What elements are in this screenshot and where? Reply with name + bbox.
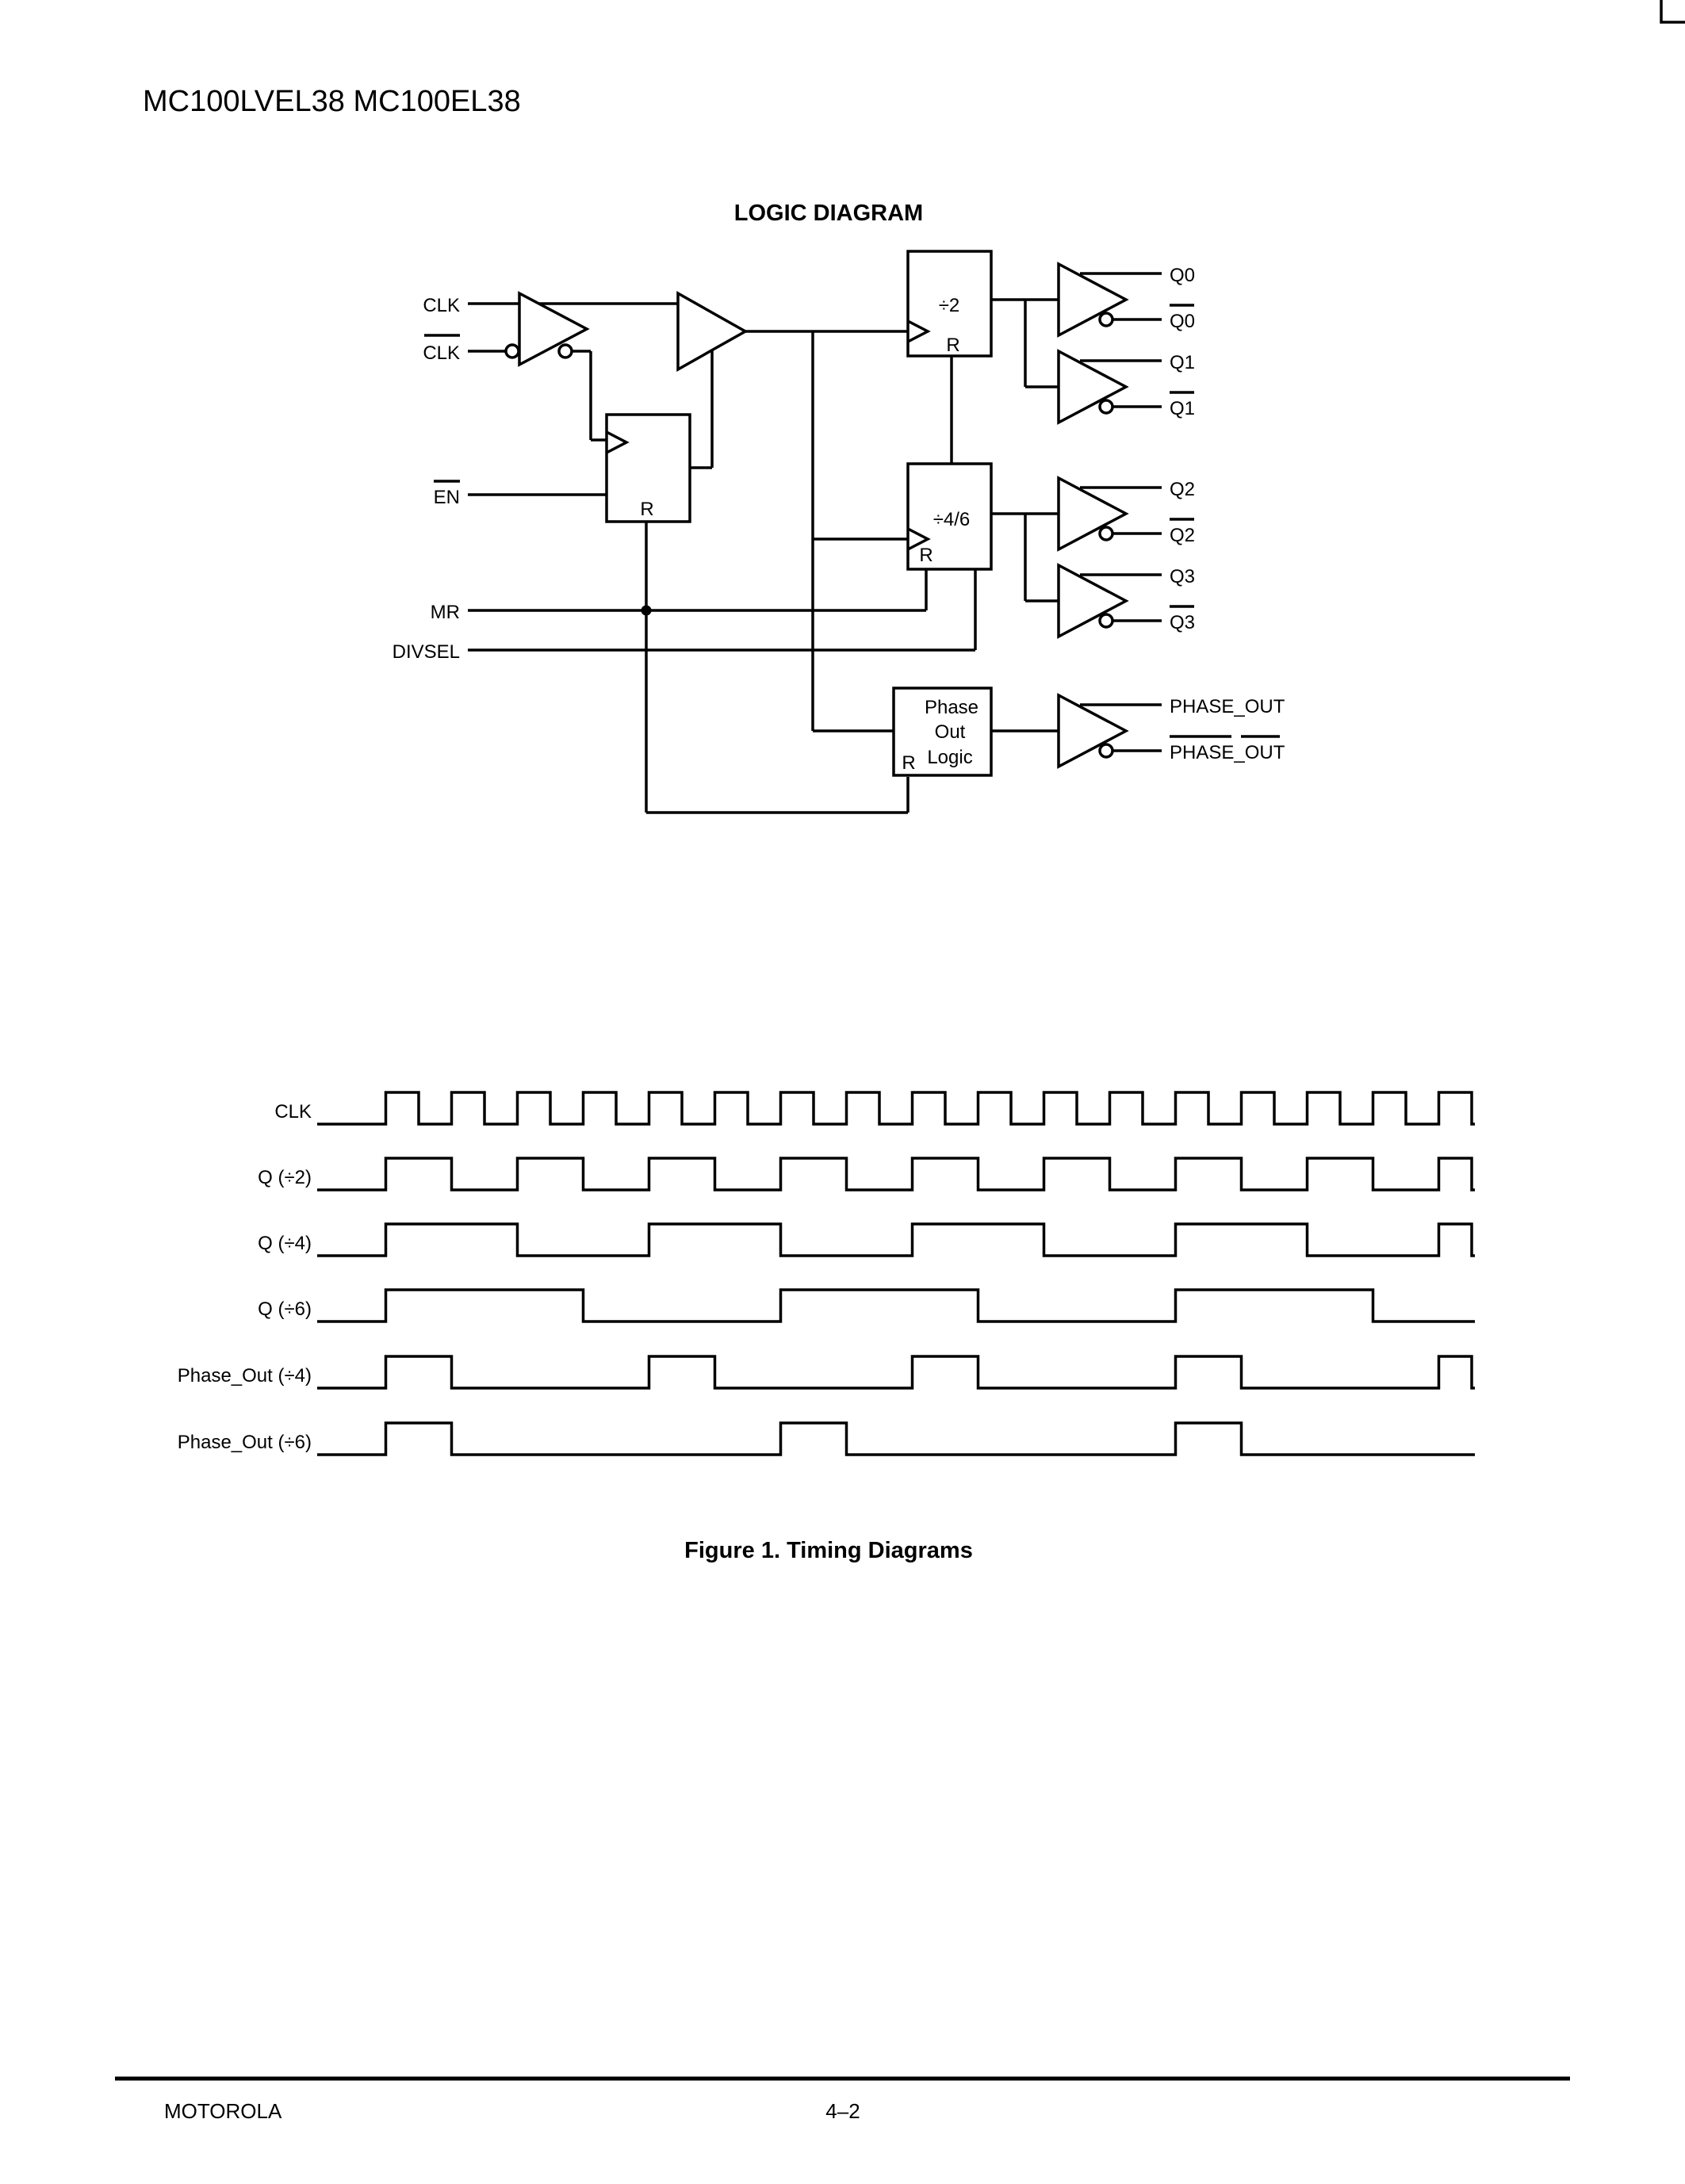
input-en-bar-label: EN [434, 487, 460, 508]
timing-signal-label: Phase_Out (÷6) [178, 1432, 312, 1453]
clock-edge-marker [907, 527, 931, 551]
timing-signal-label: Q (÷2) [258, 1167, 312, 1188]
timing-signal-label: Q (÷4) [258, 1233, 312, 1254]
output-buffer-q2 [1057, 476, 1162, 552]
timing-waveform [317, 1355, 1475, 1390]
output-buffer-q0 [1057, 262, 1162, 338]
crop-mark [1660, 0, 1685, 24]
enable-flip-flop [605, 413, 691, 523]
output-q0-label: Q0 [1170, 265, 1195, 286]
input-divsel-label: DIVSEL [393, 641, 460, 663]
page-header-part-numbers: MC100LVEL38 MC100EL38 [143, 85, 521, 118]
div2-reset-label: R [946, 335, 959, 356]
timing-signal-label: Phase_Out (÷4) [178, 1365, 312, 1387]
figure-caption: Figure 1. Timing Diagrams [684, 1538, 973, 1563]
input-clk-bar-label: CLK [423, 342, 460, 364]
timing-waveform [317, 1421, 1475, 1456]
phase-out-logic-block [892, 687, 993, 777]
timing-waveform [317, 1222, 1475, 1257]
output-buffer-q1 [1057, 349, 1162, 425]
timing-signal-label: CLK [274, 1101, 312, 1123]
inverting-bubble [504, 343, 520, 359]
inverting-bubble [557, 343, 573, 359]
output-q1-bar-label: Q1 [1170, 398, 1195, 419]
input-buffer [518, 291, 590, 367]
footer-page-number: 4–2 [825, 2099, 860, 2123]
inverting-bubble [1098, 526, 1114, 541]
div46-reset-label: R [919, 545, 932, 566]
phase-logic-reset-label: R [902, 752, 915, 774]
div46-label: ÷4/6 [933, 509, 971, 530]
inverting-bubble [1098, 743, 1114, 759]
phase-logic-label-1: Phase [925, 697, 978, 718]
output-q2-bar-label: Q2 [1170, 525, 1195, 546]
output-q2-label: Q2 [1170, 479, 1195, 500]
output-q0-bar-label: Q0 [1170, 311, 1195, 332]
inverting-bubble [1098, 312, 1114, 327]
divide-by-2-block [906, 250, 993, 358]
output-buffer-q3 [1057, 563, 1162, 639]
timing-waveform [317, 1091, 1475, 1126]
clock-edge-marker [907, 319, 931, 343]
junction-dot [641, 605, 652, 616]
timing-waveform [317, 1157, 1475, 1191]
enable-ff-reset-label: R [640, 499, 653, 520]
logic-diagram-title: LOGIC DIAGRAM [734, 201, 923, 226]
output-q3-label: Q3 [1170, 566, 1195, 587]
timing-signal-label: Q (÷6) [258, 1299, 312, 1320]
div2-label: ÷2 [939, 295, 960, 316]
output-phase-out-label: PHASE_OUT [1170, 696, 1285, 717]
output-q1-label: Q1 [1170, 352, 1195, 373]
input-clk-label: CLK [423, 295, 460, 316]
output-phase-out-bar-label: PHASE_OUT [1170, 742, 1285, 763]
clock-edge-marker [606, 430, 630, 454]
footer-brand: MOTOROLA [164, 2099, 282, 2123]
timing-waveform [317, 1288, 1475, 1323]
output-buffer-phase-out [1057, 693, 1162, 769]
phase-logic-label-2: Out [935, 721, 966, 743]
output-q3-bar-label: Q3 [1170, 612, 1195, 633]
logic-diagram: LOGIC DIAGRAM CLK CLK EN MR DIVSEL R [393, 201, 1285, 814]
inverting-bubble [1098, 399, 1114, 415]
timing-diagram: CLK Q (÷2) Q (÷4) Q (÷6) Phase_Out (÷4) Phase… [178, 1091, 1475, 1456]
input-mr-label: MR [431, 602, 460, 623]
inverting-bubble [1098, 613, 1114, 629]
divide-by-4-6-block [906, 462, 993, 571]
phase-logic-label-3: Logic [927, 747, 972, 768]
